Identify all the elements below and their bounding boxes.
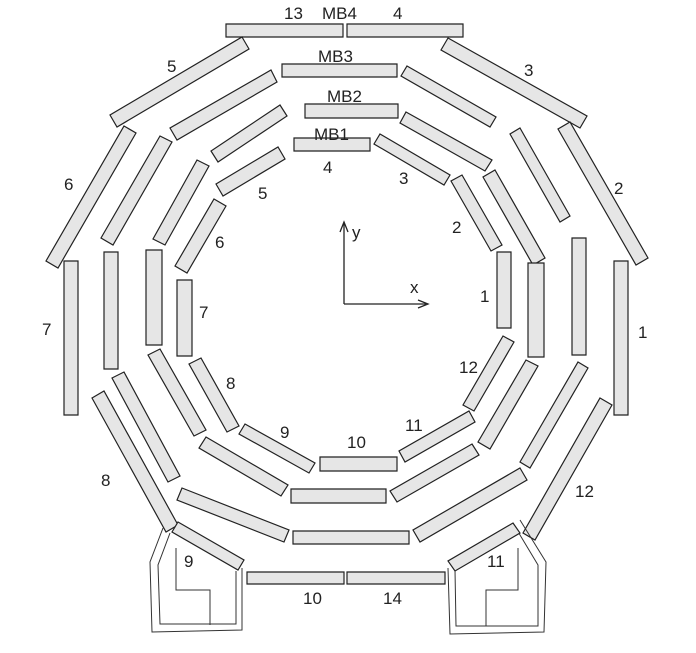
- ring-mb4: [45, 23, 649, 585]
- chamber-mb3-right-upper: [509, 127, 571, 223]
- mb1-sector-label: 8: [226, 374, 235, 393]
- mb1-sector-label: 6: [215, 233, 224, 252]
- ring-mb1: [174, 133, 515, 474]
- chamber-mb3-bottom: [292, 530, 410, 545]
- ring-mb3: [100, 63, 589, 545]
- ring-mb2: [145, 103, 546, 504]
- mb1-sector-label: 2: [452, 218, 461, 237]
- chamber-mb4-6: [45, 125, 137, 269]
- mb4-sector-label: 1: [638, 323, 647, 342]
- chamber-mb1-1: [496, 251, 512, 329]
- mb4-sector-label: 7: [42, 320, 51, 339]
- right-foot: [447, 519, 547, 635]
- mb1-sector-label: 11: [405, 416, 423, 435]
- chamber-mb2-bottom: [290, 488, 387, 504]
- chamber-mb3-bottom-right: [412, 467, 528, 543]
- mb4-sector-label: 13: [284, 4, 303, 23]
- chamber-mb4-1: [613, 260, 629, 416]
- chamber-mb3-right-lower: [519, 361, 589, 469]
- chamber-mb2-upper-right: [399, 111, 493, 172]
- chamber-mb3-left-upper: [100, 135, 173, 246]
- chamber-mb4-13: [225, 23, 344, 38]
- chamber-mb2-left: [145, 249, 163, 346]
- mb4-sector-label: 2: [614, 179, 623, 198]
- chamber-mb3-bottom-left: [176, 487, 290, 543]
- chamber-mb4-4: [346, 23, 464, 38]
- chamber-mb3-left-lower: [111, 371, 181, 483]
- chamber-mb1-7: [176, 279, 193, 357]
- mb1-sector-label: 5: [258, 184, 267, 203]
- chamber-mb1-10: [319, 456, 398, 472]
- chamber-mb3-left: [103, 251, 119, 370]
- chamber-mb2-upper-left: [210, 104, 288, 163]
- mb4-sector-label: 3: [524, 61, 533, 80]
- chamber-mb1-12: [462, 335, 515, 412]
- chamber-mb1-5: [215, 146, 286, 197]
- chamber-mb3-upper-left: [169, 69, 278, 141]
- station-label-mb3: MB3: [318, 47, 353, 66]
- mb1-sector-label: 3: [399, 169, 408, 188]
- station-label-mb4: MB4: [322, 4, 357, 23]
- y-axis-label: y: [352, 223, 361, 242]
- chamber-mb1-3: [373, 133, 451, 186]
- chamber-mb1-2: [450, 174, 503, 252]
- chamber-mb1-11: [398, 410, 476, 463]
- chamber-mb2-right: [527, 262, 545, 358]
- mb4-sector-label: 6: [64, 175, 73, 194]
- mb1-sector-label: 9: [280, 423, 289, 442]
- mb1-sector-label: 4: [323, 158, 332, 177]
- mb4-sector-label: 5: [167, 57, 176, 76]
- mb4-sector-label: 12: [575, 482, 594, 501]
- chamber-mb1-8: [188, 357, 240, 433]
- chamber-mb3-right: [571, 237, 587, 356]
- chamber-mb2-left-lower: [147, 348, 207, 437]
- mb4-sector-label: 14: [383, 589, 402, 608]
- chamber-mb2-right-lower: [477, 359, 539, 450]
- chamber-mb4-3: [440, 37, 588, 129]
- mb1-sector-label: 10: [347, 433, 366, 452]
- chamber-mb1-9: [238, 423, 316, 474]
- chamber-mb1-4: [293, 137, 371, 152]
- mb1-sector-label: 7: [199, 303, 208, 322]
- chamber-mb4-7: [63, 260, 79, 416]
- left-foot: [149, 521, 245, 633]
- chamber-mb4-14: [346, 571, 446, 585]
- x-axis-label: x: [410, 278, 419, 297]
- mb4-sector-label: 11: [487, 552, 505, 571]
- mb4-sector-label: 10: [303, 589, 322, 608]
- station-label-mb1: MB1: [314, 125, 349, 144]
- chamber-mb4-2: [557, 121, 649, 266]
- mb4-sector-label: 9: [184, 552, 193, 571]
- coordinate-axes: y x: [339, 220, 430, 309]
- chamber-mb4-12: [522, 397, 613, 541]
- chamber-mb1-6: [174, 198, 227, 274]
- mb4-sector-label: 8: [101, 471, 110, 490]
- chamber-mb4-10: [246, 571, 345, 585]
- chamber-mb4-5: [109, 36, 250, 128]
- mb1-sector-label: 1: [480, 287, 489, 306]
- mb1-sector-label: 12: [459, 358, 478, 377]
- chamber-mb2-bottom-left: [198, 436, 289, 497]
- mb4-sector-label: 4: [393, 4, 402, 23]
- chamber-mb2-left-upper: [152, 159, 210, 246]
- chamber-mb4-11: [447, 522, 521, 572]
- chamber-mb4-9: [171, 521, 245, 571]
- station-label-mb2: MB2: [327, 87, 362, 106]
- chamber-mb2-bottom-right: [389, 443, 480, 503]
- chamber-mb3-top: [281, 63, 398, 78]
- chamber-mb2-top: [304, 103, 399, 119]
- chamber-mb3-upper-right: [400, 65, 497, 128]
